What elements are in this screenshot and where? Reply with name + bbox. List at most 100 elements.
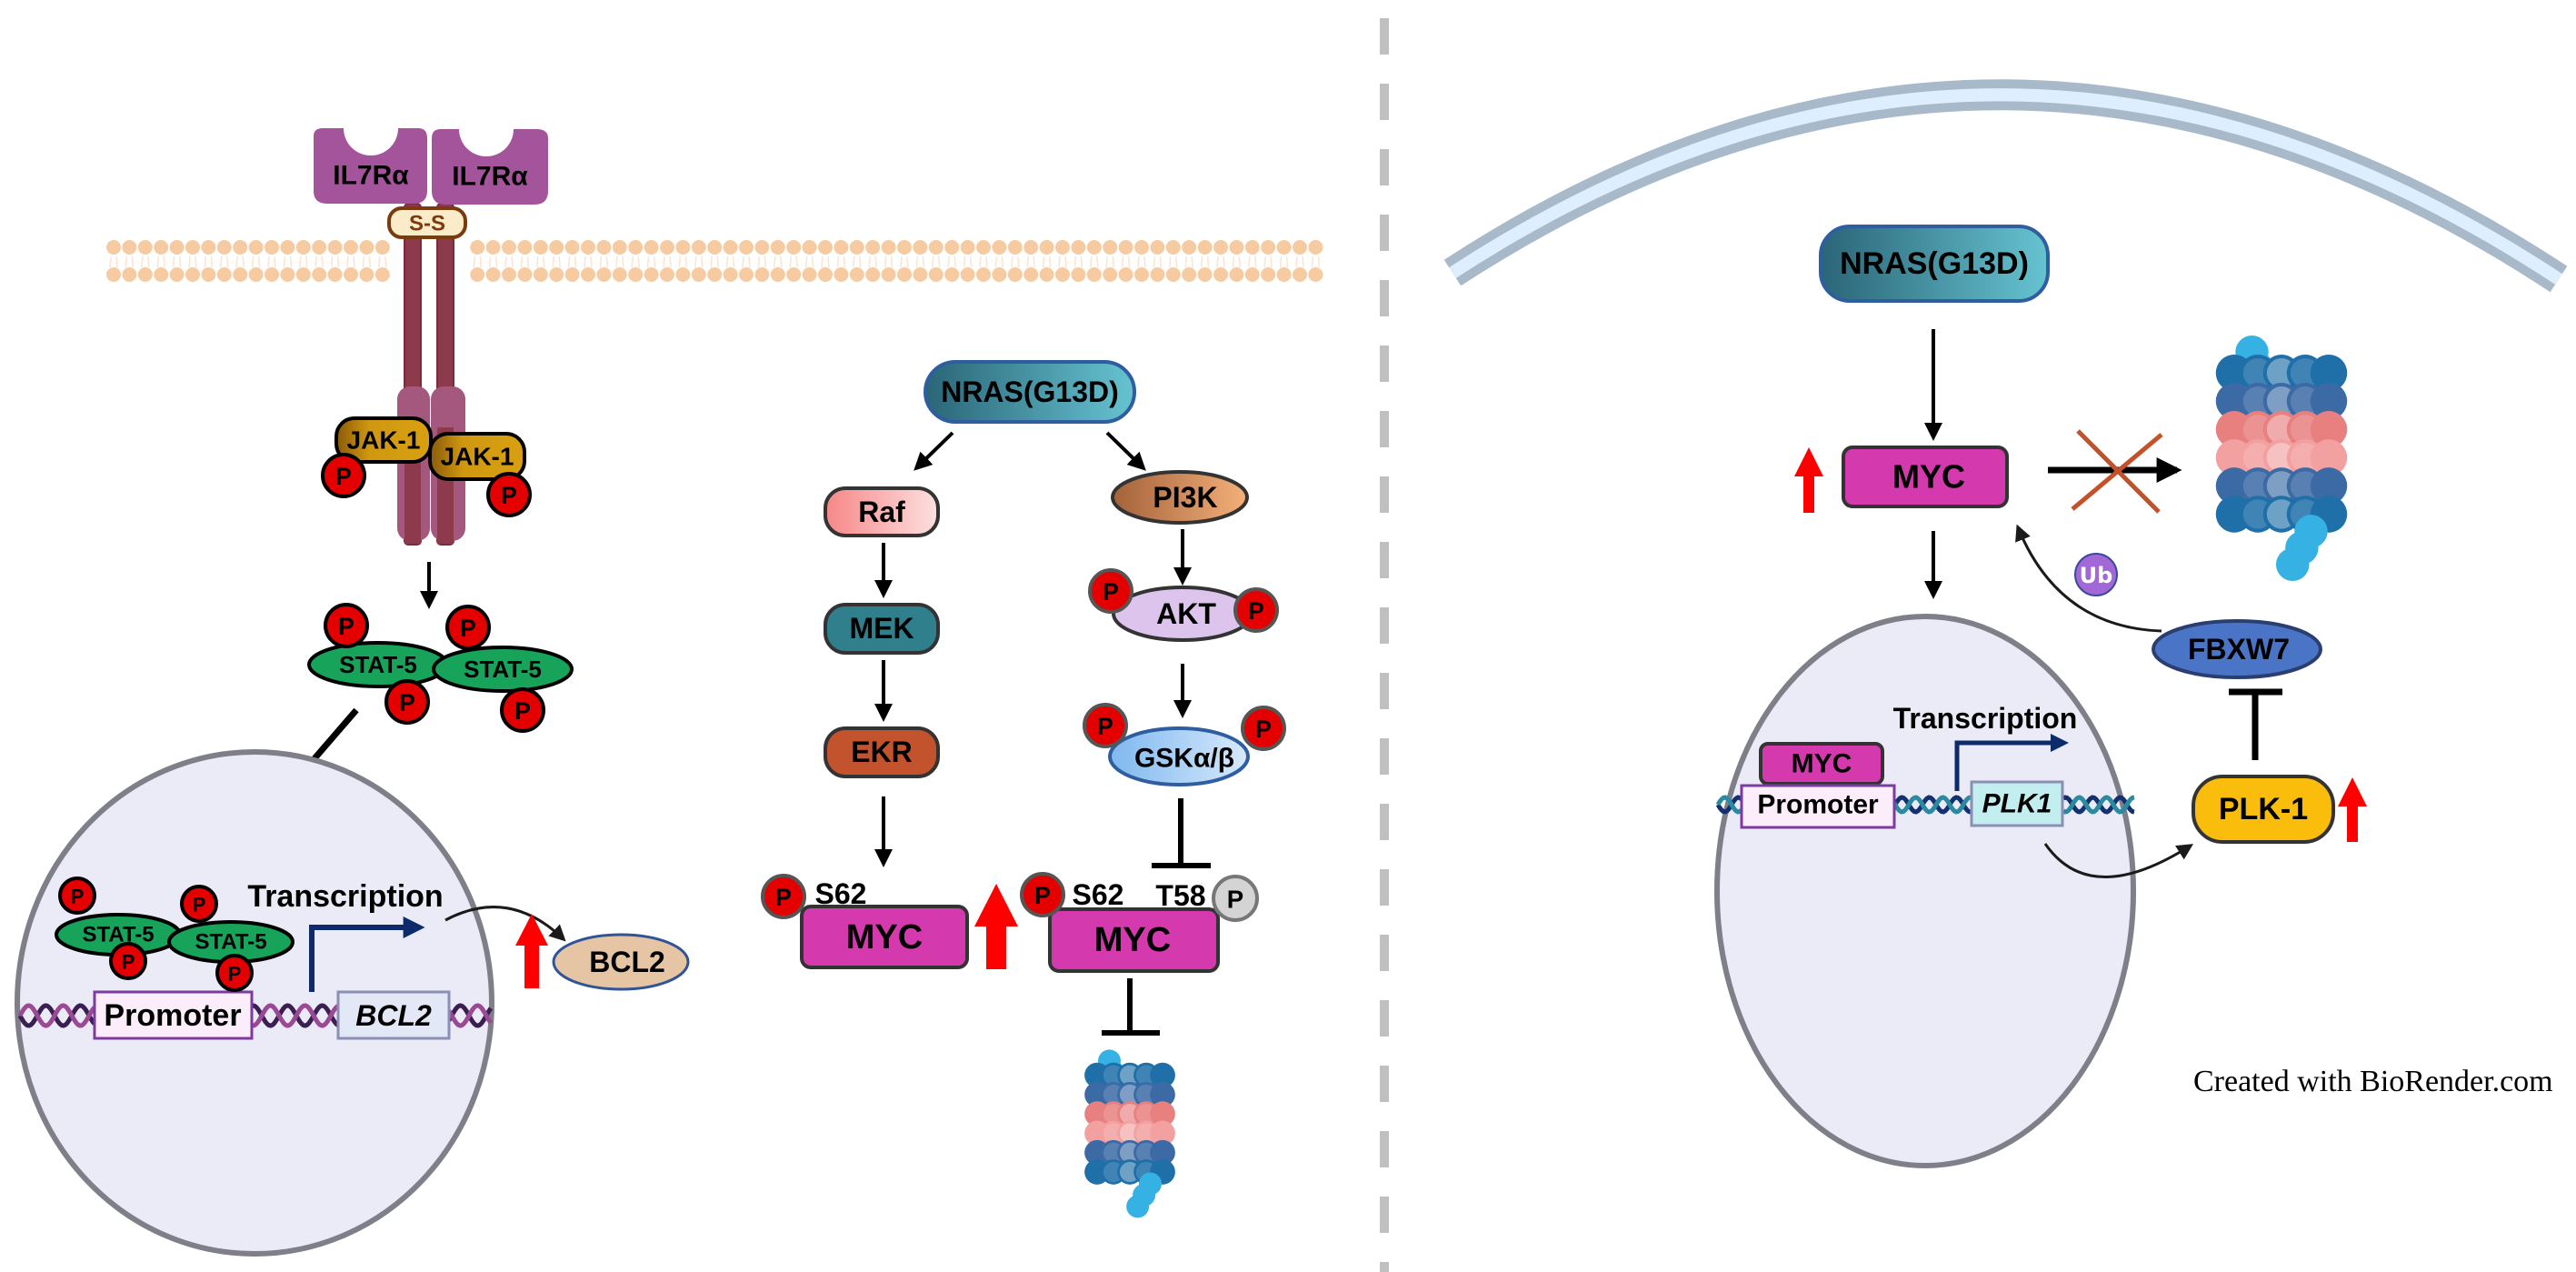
fbxw7: FBXW7 xyxy=(2152,619,2322,679)
transcription-arrow-left xyxy=(309,916,425,992)
svg-text:P: P xyxy=(501,482,517,509)
svg-text:P: P xyxy=(335,463,352,490)
nucleus-left xyxy=(15,749,494,1257)
arrow-to-bcl2 xyxy=(444,906,566,942)
jak1-right: JAK-1 xyxy=(428,432,526,481)
svg-text:Ub: Ub xyxy=(2080,563,2113,588)
credit-text: Created with BioRender.com xyxy=(2193,1065,2553,1098)
svg-text:MEK: MEK xyxy=(849,612,914,645)
plk1-protein: PLK-1 xyxy=(2192,775,2335,844)
phospho-group: P xyxy=(1083,703,1128,748)
svg-text:AKT: AKT xyxy=(1156,597,1216,630)
phospho-group: P xyxy=(1241,706,1286,751)
upregulation-arrow-bcl2 xyxy=(515,914,548,988)
dna-helix-right xyxy=(1715,795,2135,815)
jak1-left: JAK-1 xyxy=(334,416,433,464)
myc-tf-nuclear: MYC xyxy=(1759,742,1884,786)
phospho-group: P xyxy=(761,874,806,919)
svg-text:STAT-5: STAT-5 xyxy=(82,923,154,947)
upregulation-arrow-myc-right xyxy=(1794,447,1823,513)
inhibition-myc-to-proteasome xyxy=(1102,978,1160,1036)
akt: AKT xyxy=(1112,586,1253,642)
site-s62: S62 xyxy=(815,877,867,910)
panel-middle: NRAS(G13D) Raf MEK EKR PI3K AKT xyxy=(761,360,1286,1218)
svg-text:BCL2: BCL2 xyxy=(355,999,432,1032)
inhibition-gsk-to-myc xyxy=(1152,798,1211,868)
svg-text:PI3K: PI3K xyxy=(1153,481,1217,514)
svg-text:P: P xyxy=(338,613,354,640)
myc-right: MYC xyxy=(1842,446,2009,508)
phospho-group: P xyxy=(500,687,545,733)
cell-membrane-arc xyxy=(1443,79,2568,293)
phospho-group: P xyxy=(1088,568,1133,614)
upregulation-arrow-myc xyxy=(974,884,1018,969)
gsk3: GSKα/β xyxy=(1108,726,1250,786)
svg-text:P: P xyxy=(1097,713,1113,740)
arrow-plk1-to-protein xyxy=(2043,843,2194,878)
il7r-stalks xyxy=(397,203,465,546)
svg-text:P: P xyxy=(514,697,531,725)
svg-text:MYC: MYC xyxy=(1792,749,1852,779)
transcription-label-left: Transcription xyxy=(247,879,443,914)
nucleus-right xyxy=(1714,614,2136,1168)
phospho-group: P xyxy=(384,679,430,725)
myc-s62-t58: MYC S62 T58 xyxy=(1048,878,1220,973)
svg-text:P: P xyxy=(1248,597,1264,625)
svg-text:P: P xyxy=(71,886,85,908)
erk: EKR xyxy=(824,726,940,778)
stat5-dimer: STAT-5 STAT-5 xyxy=(307,641,574,693)
svg-text:P: P xyxy=(1034,882,1051,909)
svg-text:NRAS(G13D): NRAS(G13D) xyxy=(1840,246,2029,281)
phospho-groups-middle: P P P P P P P xyxy=(761,568,1286,922)
phospho-group: P xyxy=(486,472,532,517)
upregulation-arrow-plk1 xyxy=(2338,777,2367,842)
svg-text:P: P xyxy=(228,963,242,986)
svg-text:P: P xyxy=(399,689,415,716)
svg-text:MYC: MYC xyxy=(1892,458,1965,496)
promoter-right: Promoter xyxy=(1740,784,1896,829)
phospho-groups-left: P P P P P P P P P P xyxy=(58,453,545,992)
il7r-alpha-label: IL7Rα xyxy=(452,162,528,192)
il7r-alpha-label: IL7Rα xyxy=(333,161,409,191)
svg-text:GSKα/β: GSKα/β xyxy=(1134,744,1234,774)
svg-text:P: P xyxy=(1255,716,1272,743)
svg-text:P: P xyxy=(460,615,476,642)
svg-text:P: P xyxy=(193,894,206,916)
svg-text:FBXW7: FBXW7 xyxy=(2188,633,2290,666)
svg-text:MYC: MYC xyxy=(1094,921,1171,959)
raf: Raf xyxy=(824,486,940,537)
dna-helix-left xyxy=(17,1003,494,1028)
svg-text:STAT-5: STAT-5 xyxy=(195,930,266,955)
gene-bcl2: BCL2 xyxy=(336,990,451,1040)
il7r-alpha-right: IL7Rα xyxy=(432,129,548,205)
svg-text:P: P xyxy=(122,951,135,974)
svg-text:EKR: EKR xyxy=(851,736,913,768)
svg-text:Promoter: Promoter xyxy=(104,998,241,1033)
phospho-group: P xyxy=(215,954,254,992)
svg-text:JAK-1: JAK-1 xyxy=(347,426,421,455)
svg-text:S-S: S-S xyxy=(409,212,445,236)
svg-text:PLK1: PLK1 xyxy=(1982,789,2052,819)
gene-plk1: PLK1 xyxy=(1970,780,2064,827)
site-s62: S62 xyxy=(1073,878,1124,911)
phospho-group: P xyxy=(109,942,147,980)
cell-membrane xyxy=(106,240,1323,282)
svg-text:P: P xyxy=(775,884,792,911)
svg-text:PLK-1: PLK-1 xyxy=(2219,792,2308,826)
promoter-left: Promoter xyxy=(93,990,254,1040)
phospho-group: P xyxy=(1020,872,1065,917)
disulfide-bond: S-S xyxy=(387,206,467,239)
phospho-group: P xyxy=(1233,587,1279,633)
pi3k: PI3K xyxy=(1111,470,1249,525)
svg-text:Raf: Raf xyxy=(858,496,905,528)
svg-text:P: P xyxy=(1227,886,1243,914)
svg-text:STAT-5: STAT-5 xyxy=(464,656,542,683)
svg-text:BCL2: BCL2 xyxy=(589,946,665,978)
transcription-arrow-right xyxy=(1954,734,2069,791)
proteasome-icon xyxy=(2215,336,2348,582)
proteasome-icon xyxy=(1084,1049,1175,1218)
mek: MEK xyxy=(824,603,940,655)
nras-g13d-middle: NRAS(G13D) xyxy=(924,360,1136,424)
phospho-group: P xyxy=(180,885,218,923)
